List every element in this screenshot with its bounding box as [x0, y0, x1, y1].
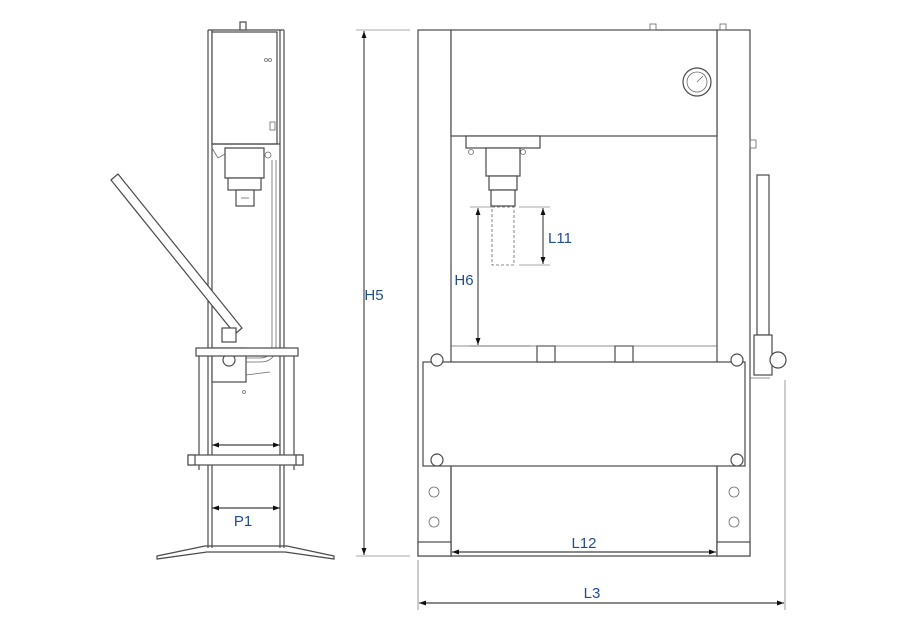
side-head-block	[211, 31, 278, 145]
front-header-beam	[450, 29, 718, 137]
front-pump-body	[753, 334, 773, 376]
press-block	[536, 345, 556, 363]
ram-stroke-dashed	[491, 206, 515, 266]
pump-release-handle	[245, 371, 271, 376]
front-top-nub	[649, 23, 657, 31]
side-lower-bar	[187, 454, 304, 466]
front-foot-left	[417, 541, 452, 557]
press-block	[614, 345, 634, 363]
side-bolt	[264, 58, 268, 62]
front-valve	[468, 149, 474, 155]
pin-hole	[728, 516, 740, 528]
dim-label-h5: H5	[364, 287, 383, 304]
side-valve	[264, 151, 272, 159]
dim-label-p1: P1	[234, 513, 252, 530]
dim-label-l11: L11	[548, 230, 572, 247]
front-column-left	[417, 29, 452, 557]
pin-hole	[728, 486, 740, 498]
side-bolt	[268, 58, 272, 62]
pressure-gauge-icon	[682, 67, 712, 97]
pin-hole	[428, 486, 440, 498]
table-roller	[730, 353, 744, 367]
pump-lever	[110, 173, 243, 335]
table-roller	[430, 353, 444, 367]
side-view: P1	[110, 21, 335, 560]
pin-hole	[428, 516, 440, 528]
front-cylinder-mount	[465, 135, 541, 149]
pump-screw	[242, 390, 246, 394]
front-press-table	[422, 361, 746, 467]
table-roller	[430, 453, 444, 467]
side-top-nub	[239, 21, 247, 31]
front-cylinder	[485, 147, 521, 177]
dim-label-l3: L3	[584, 585, 601, 602]
front-lower-frame	[450, 466, 718, 557]
lever-pivot	[221, 327, 237, 343]
dim-label-l12: L12	[571, 535, 596, 552]
front-side-fitting	[749, 139, 757, 149]
front-foot-right	[716, 541, 751, 557]
dim-h5: H5	[356, 29, 410, 557]
side-bar-end	[295, 454, 304, 466]
front-view: L11 H6 L12 L3	[417, 23, 787, 610]
side-cylinder	[224, 147, 265, 179]
front-valve	[520, 149, 526, 155]
front-pump-handle	[756, 174, 770, 336]
side-bar-end	[187, 454, 196, 466]
side-clamp	[211, 147, 226, 159]
front-cylinder-collar	[488, 175, 518, 191]
front-pump-knob	[769, 351, 787, 369]
table-roller	[730, 453, 744, 467]
side-base-foot	[156, 545, 335, 560]
side-cylinder-collar	[227, 177, 262, 191]
side-hose-2	[236, 160, 277, 363]
dim-label-h6: H6	[454, 272, 473, 289]
front-ram	[490, 189, 516, 207]
front-top-nub	[719, 23, 727, 31]
side-table-bracket	[195, 347, 299, 357]
side-fitting	[269, 121, 276, 131]
front-column-right	[716, 29, 751, 557]
